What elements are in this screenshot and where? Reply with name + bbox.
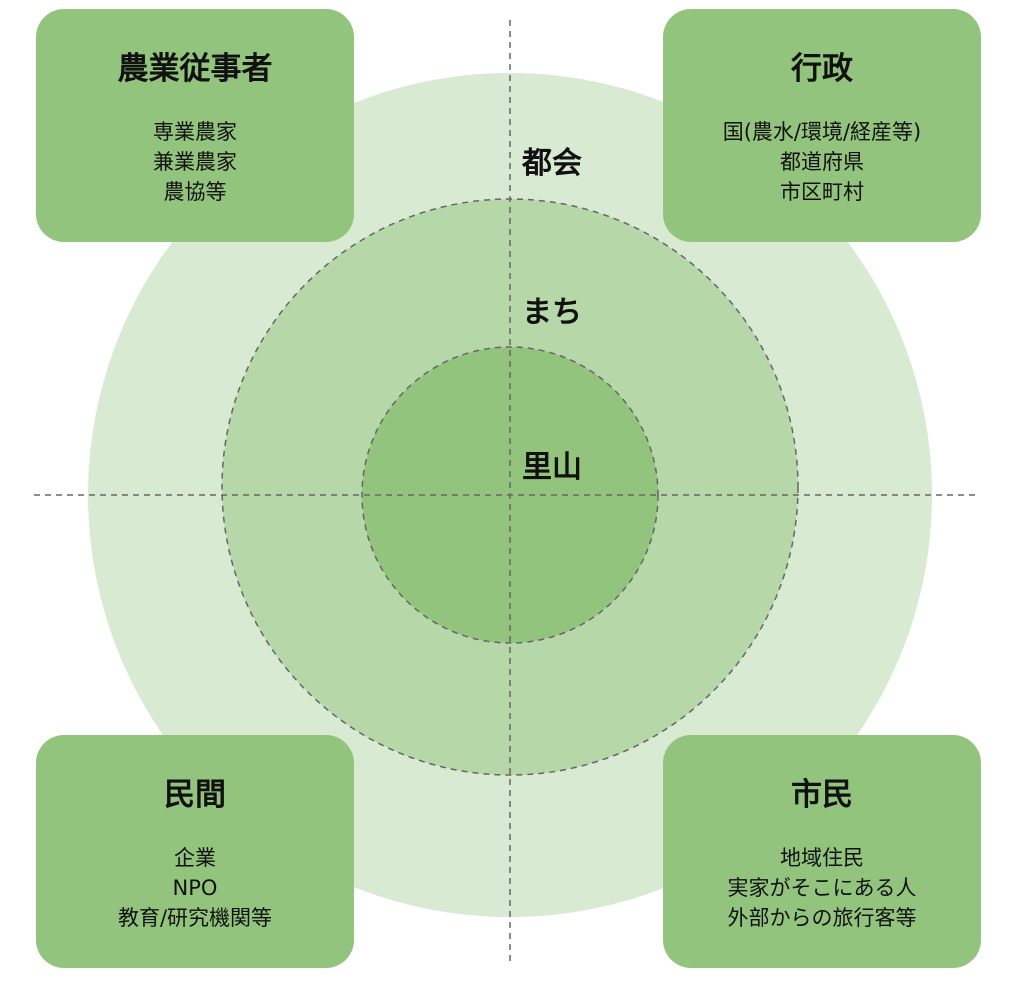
card-item: 企業 xyxy=(174,846,216,870)
card-item: 国(農水/環境/経産等) xyxy=(722,120,922,144)
card-item: 農協等 xyxy=(163,180,227,204)
stakeholder-card-private-sector: 民間 企業 NPO 教育/研究機関等 xyxy=(36,735,354,968)
card-item: 兼業農家 xyxy=(153,150,237,174)
card-item-list: 企業 NPO 教育/研究機関等 xyxy=(36,843,354,933)
card-item: 外部からの旅行客等 xyxy=(727,906,917,930)
stakeholder-card-government: 行政 国(農水/環境/経産等) 都道府県 市区町村 xyxy=(663,9,981,242)
card-item-list: 地域住民 実家がそこにある人 外部からの旅行客等 xyxy=(663,843,981,933)
card-item: 教育/研究機関等 xyxy=(117,906,273,930)
stakeholder-card-citizens: 市民 地域住民 実家がそこにある人 外部からの旅行客等 xyxy=(663,735,981,968)
card-title: 民間 xyxy=(164,777,226,813)
card-item: 専業農家 xyxy=(153,120,237,144)
card-item: 地域住民 xyxy=(780,846,864,870)
card-item-list: 国(農水/環境/経産等) 都道府県 市区町村 xyxy=(663,117,981,207)
card-item-list: 専業農家 兼業農家 農協等 xyxy=(36,117,354,207)
card-item: 都道府県 xyxy=(780,150,864,174)
middle-ring-label: まち xyxy=(522,295,582,330)
card-item: 市区町村 xyxy=(780,180,864,204)
inner-ring-label: 里山 xyxy=(522,450,582,485)
card-title: 農業従事者 xyxy=(117,51,273,87)
outer-ring-label: 都会 xyxy=(521,146,582,181)
stakeholder-card-farmers: 農業従事者 専業農家 兼業農家 農協等 xyxy=(36,9,354,242)
card-item: NPO xyxy=(172,876,218,900)
card-item: 実家がそこにある人 xyxy=(727,876,917,900)
card-title: 市民 xyxy=(791,777,853,813)
card-title: 行政 xyxy=(791,51,853,87)
